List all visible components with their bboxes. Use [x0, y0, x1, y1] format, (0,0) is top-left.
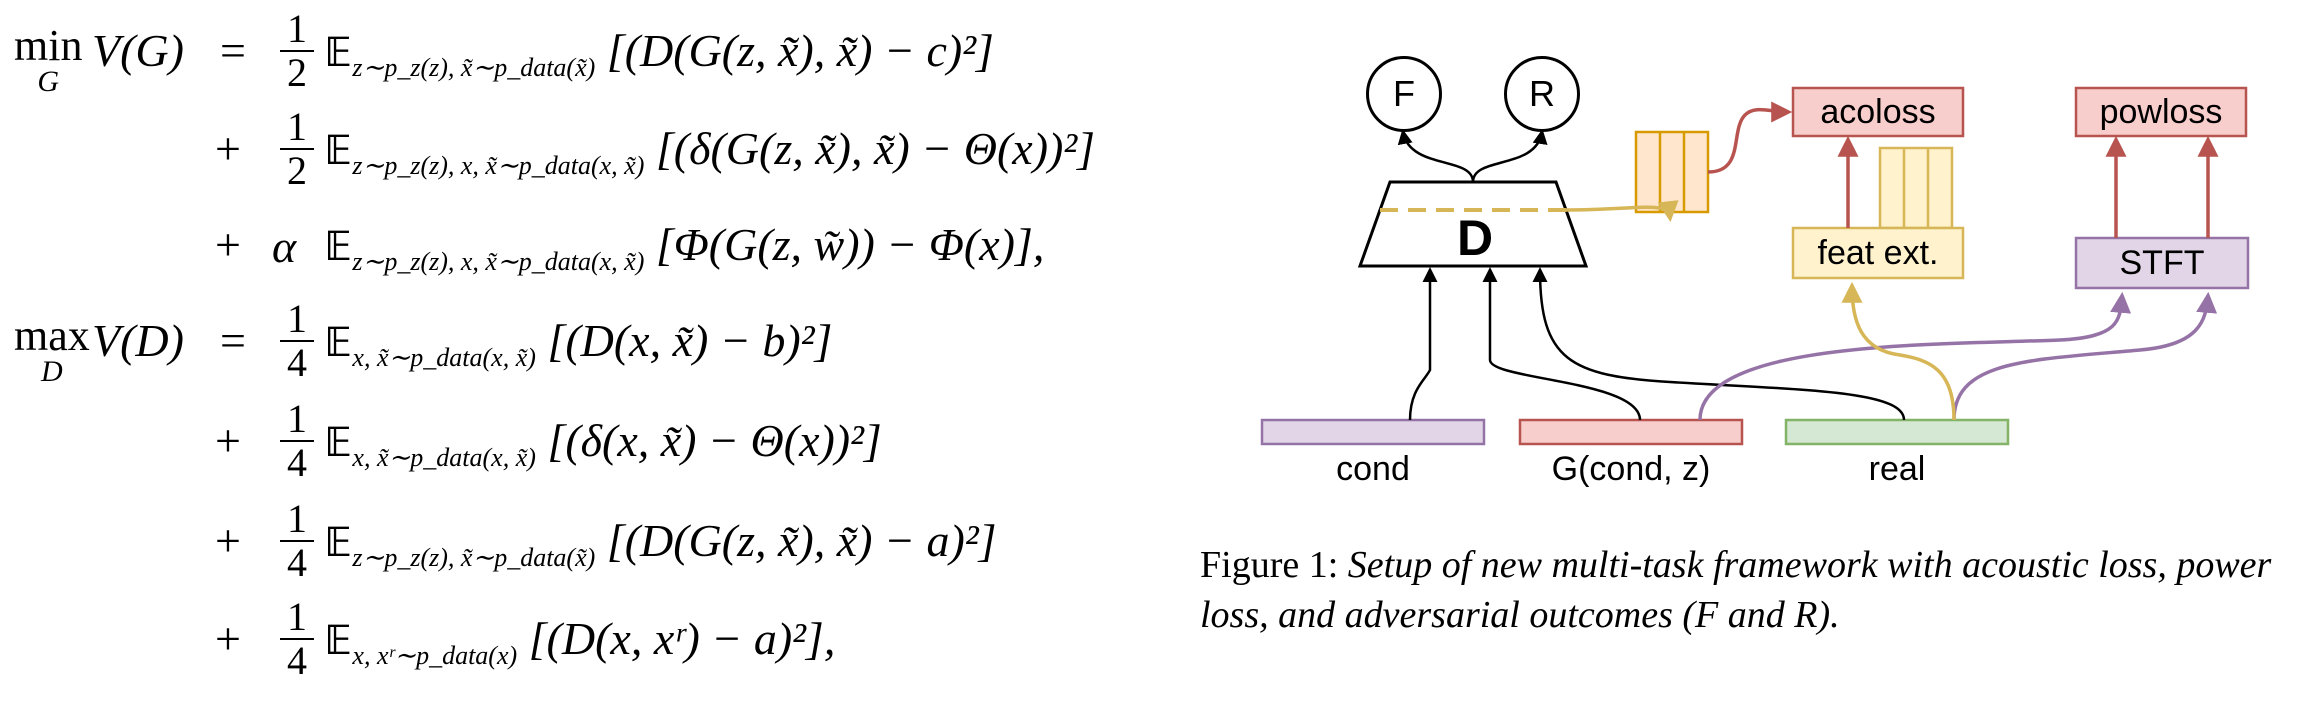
expectation-body: [(D(G(z, x̃), x̃) − c)²]	[595, 25, 994, 76]
expectation-body: [(D(x, xʳ) − a)²],	[517, 613, 836, 664]
operator-subscript: D	[41, 355, 63, 388]
powloss-box	[2074, 86, 2248, 138]
diagram-svg	[1260, 86, 2250, 446]
equation-objective: V(D)	[92, 315, 184, 366]
arrow-d-to-f	[1397, 129, 1475, 183]
feat-ext-label: feat ext.	[1817, 233, 1939, 272]
arrow-embedding-to-acoloss	[1707, 101, 1793, 174]
arrow-real-to-d	[1532, 267, 1906, 421]
powloss-label: powloss	[2099, 92, 2223, 131]
equation-expectation: 𝔼z∼p_z(z), x̃∼p_data(x̃) [(D(G(z, x̃), x…	[325, 24, 994, 83]
figure-caption: Figure 1: Setup of new multi-task framew…	[1200, 540, 2320, 640]
expectation-subscript: z∼p_z(z), x̃∼p_data(x̃)	[352, 53, 596, 82]
operator-subscript: G	[37, 65, 60, 98]
expectation-body: [(δ(x, x̃) − Θ(x))²]	[535, 415, 882, 466]
input-real-bar	[1784, 418, 2010, 446]
expectation-subscript: x, x̃∼p_data(x, x̃)	[352, 443, 536, 472]
expectation-subscript: z∼p_z(z), x, x̃∼p_data(x, x̃)	[352, 151, 645, 180]
equation-expectation: 𝔼z∼p_z(z), x, x̃∼p_data(x, x̃) [(δ(G(z, …	[325, 122, 1095, 181]
expectation-symbol: 𝔼	[325, 520, 353, 566]
input-gen-label: G(cond, z)	[1551, 450, 1711, 488]
acoloss-box	[1791, 86, 1965, 138]
operator-text: max	[14, 311, 90, 360]
equation-sign: =	[220, 25, 246, 76]
equation-expectation: 𝔼x, x̃∼p_data(x, x̃) [(D(x, x̃) − b)²]	[325, 314, 832, 373]
expectation-subscript: z∼p_z(z), x, x̃∼p_data(x, x̃)	[352, 247, 645, 276]
outcome-f-circle: F	[1366, 56, 1442, 132]
input-cond-label: cond	[1336, 450, 1410, 488]
arrow-real-to-featext	[1841, 281, 1956, 421]
input-gen-bar	[1518, 418, 1744, 446]
arrow-gen-to-d	[1482, 267, 1642, 421]
expectation-subscript: x, xʳ∼p_data(x)	[352, 641, 518, 670]
arrow-cond-to-d	[1408, 267, 1438, 421]
arrow-gen-to-stft	[1698, 291, 2132, 421]
expectation-body: [(D(G(z, x̃), x̃) − a)²]	[595, 515, 997, 566]
outcome-r-circle: R	[1504, 56, 1580, 132]
feat-ext-box	[1791, 226, 1965, 280]
expectation-symbol: 𝔼	[325, 128, 353, 174]
equation-objective: V(G)	[92, 25, 184, 76]
expectation-symbol: 𝔼	[325, 30, 353, 76]
framework-diagram: F R D acoloss powloss feat ext. STFT con…	[1240, 56, 2322, 520]
equation-coefficient: α	[272, 221, 297, 272]
equation-expectation: 𝔼z∼p_z(z), x̃∼p_data(x̃) [(D(G(z, x̃), x…	[325, 514, 997, 573]
expectation-body: [Φ(G(z, w̃)) − Φ(x)],	[644, 219, 1045, 270]
input-real-label: real	[1868, 450, 1926, 488]
stft-label: STFT	[2119, 243, 2205, 282]
arrow-d-to-embedding	[1565, 200, 1679, 223]
stft-box	[2074, 236, 2250, 290]
caption-text: Setup of new multi-task framework with a…	[1200, 544, 2272, 636]
equation-sign: =	[220, 315, 246, 366]
equation-sign: +	[215, 515, 241, 566]
arrow-d-to-r	[1471, 129, 1548, 183]
arrow-real-to-stft	[1952, 291, 2218, 421]
equation-expectation: 𝔼x, xʳ∼p_data(x) [(D(x, xʳ) − a)²],	[325, 612, 835, 671]
acoloss-label: acoloss	[1820, 92, 1936, 131]
caption-label: Figure 1:	[1200, 544, 1339, 586]
operator-text: min	[14, 21, 83, 70]
equation-sign: +	[215, 415, 241, 466]
expectation-symbol: 𝔼	[325, 224, 353, 270]
equation-sign: +	[215, 219, 241, 270]
expectation-body: [(D(x, x̃) − b)²]	[535, 315, 833, 366]
expectation-body: [(δ(G(z, x̃), x̃) − Θ(x))²]	[644, 123, 1096, 174]
equation-expectation: 𝔼z∼p_z(z), x, x̃∼p_data(x, x̃) [Φ(G(z, w…	[325, 218, 1044, 277]
embedding-block	[1634, 130, 1710, 214]
expectation-subscript: x, x̃∼p_data(x, x̃)	[352, 343, 536, 372]
discriminator-label: D	[1456, 210, 1494, 266]
equation-sign: +	[215, 613, 241, 664]
expectation-symbol: 𝔼	[325, 618, 353, 664]
expectation-symbol: 𝔼	[325, 320, 353, 366]
feature-block	[1878, 146, 1954, 230]
input-cond-bar	[1260, 418, 1486, 446]
equation-expectation: 𝔼x, x̃∼p_data(x, x̃) [(δ(x, x̃) − Θ(x))²…	[325, 414, 882, 473]
equation-sign: +	[215, 123, 241, 174]
expectation-symbol: 𝔼	[325, 420, 353, 466]
expectation-subscript: z∼p_z(z), x̃∼p_data(x̃)	[352, 543, 596, 572]
